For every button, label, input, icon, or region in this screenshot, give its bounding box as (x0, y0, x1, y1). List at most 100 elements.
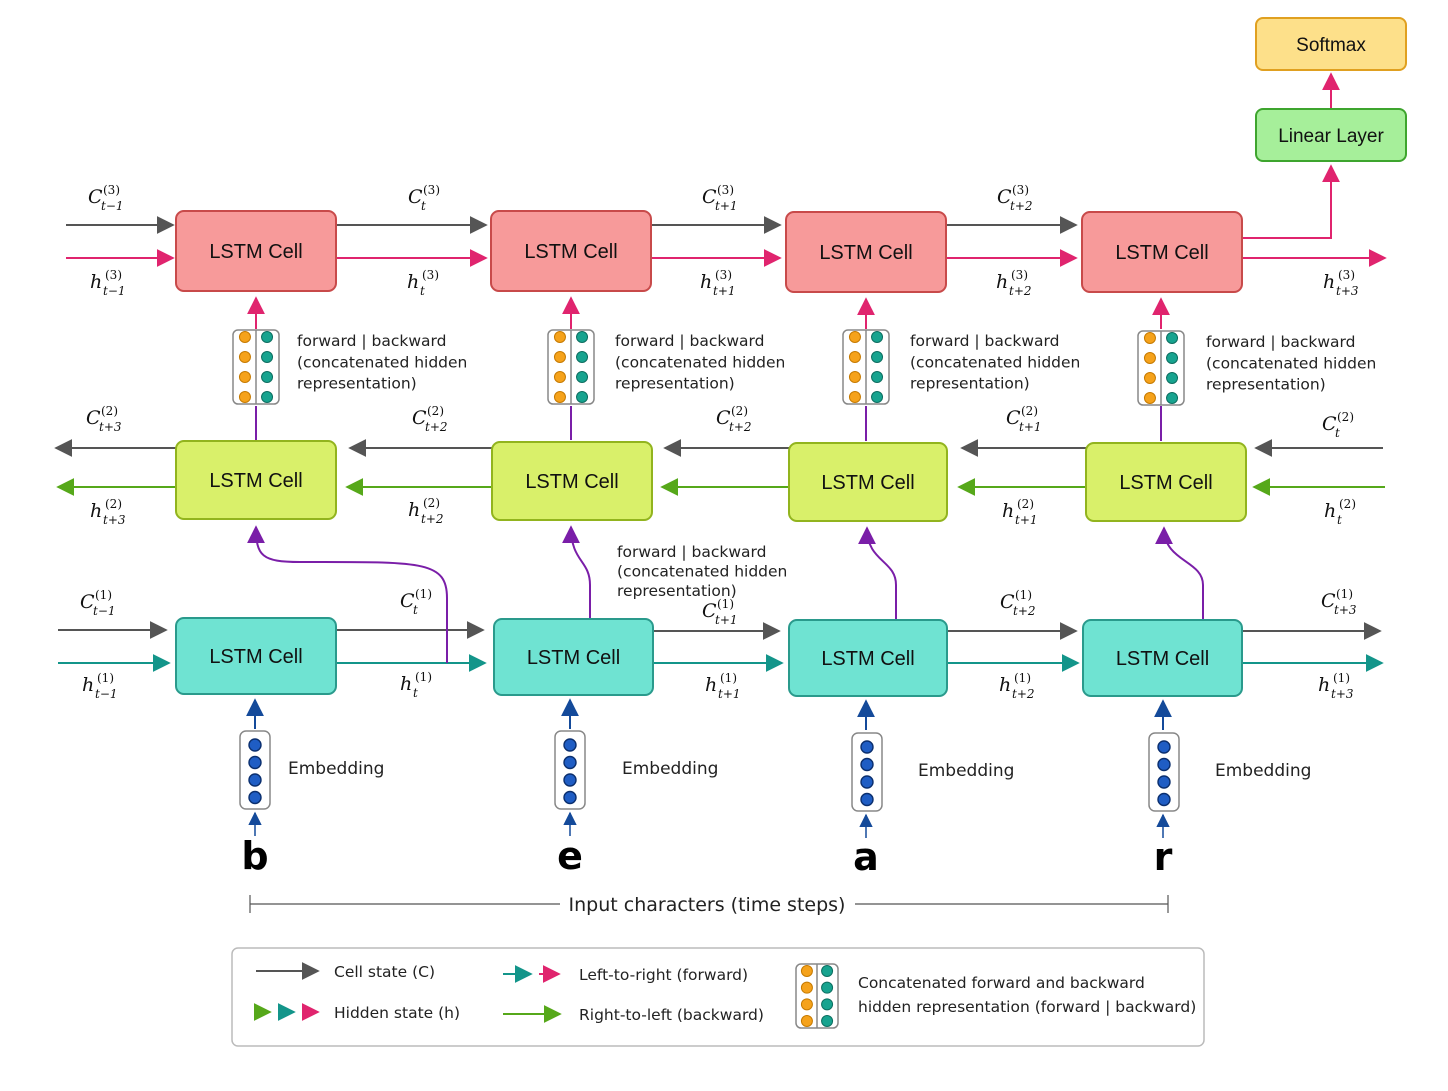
svg-text:t+3: t+3 (1334, 603, 1357, 617)
layer3-c_labels-3: Ct+2(3) (997, 183, 1033, 213)
embedding-links (246, 698, 1172, 838)
concat-note-2-line1: forward | backward (615, 332, 764, 350)
svg-text:(3): (3) (103, 183, 120, 197)
embedding-vector-2 (554, 730, 586, 810)
svg-text:(3): (3) (1011, 268, 1028, 282)
svg-text:C: C (408, 186, 423, 208)
concat-note-1-line2: (concatenated hidden (297, 353, 467, 371)
svg-text:C: C (702, 186, 717, 208)
layer3-lstm-cell-1: LSTM Cell (175, 210, 337, 292)
svg-text:h: h (408, 499, 420, 521)
layer1-c_labels-4: Ct+3 (1) (1321, 587, 1357, 617)
svg-text:(1): (1) (1015, 588, 1032, 602)
layer2-lstm-cell-3: LSTM Cell (788, 442, 948, 522)
layer1-to-layer2-links (247, 525, 1204, 663)
svg-text:C: C (412, 407, 427, 429)
concat-note-2-line2: (concatenated hidden (615, 353, 785, 371)
lstm-cell-label: LSTM Cell (819, 242, 912, 264)
svg-text:(2): (2) (423, 496, 440, 510)
svg-text:h: h (705, 674, 717, 696)
embedding-vector-3 (851, 732, 883, 812)
layer3-lstm-cell-2: LSTM Cell (490, 210, 652, 292)
lstm-cell-label: LSTM Cell (1115, 242, 1208, 264)
input-char-1: b (241, 834, 268, 878)
svg-text:t: t (413, 686, 418, 700)
softmax-label: Softmax (1296, 35, 1366, 56)
embedding-label-4: Embedding (1215, 761, 1311, 781)
svg-text:(1): (1) (95, 588, 112, 602)
svg-text:t−1: t−1 (103, 284, 126, 298)
layer1-lstm-cell-2: LSTM Cell (493, 618, 654, 696)
legend-hidden-state: Hidden state (h) (334, 1004, 460, 1022)
concat-note-3-line2: (concatenated hidden (910, 353, 1080, 371)
concat-note-3-line1: forward | backward (910, 332, 1059, 350)
svg-text:C: C (702, 600, 717, 622)
input-char-2: e (557, 834, 583, 878)
embedding-label-3: Embedding (918, 761, 1014, 781)
layer2-c_labels-3: Ct+1(2) (1006, 404, 1042, 434)
svg-text:h: h (1002, 500, 1014, 522)
concat-note-middle-line3: representation) (617, 582, 737, 600)
concat-note-3-line3: representation) (910, 375, 1030, 393)
layer3-lstm-cell-3: LSTM Cell (785, 211, 947, 293)
concat-note-2-line3: representation) (615, 375, 735, 393)
concat-note-middle-line2: (concatenated hidden (617, 563, 787, 581)
svg-text:t+1: t+1 (715, 613, 738, 627)
svg-text:(3): (3) (423, 183, 440, 197)
svg-text:t: t (413, 603, 418, 617)
layer1-lstm-cell-1: LSTM Cell (175, 617, 337, 695)
legend-concat-line2: hidden representation (forward | backwar… (858, 998, 1196, 1016)
layer3-arrows (66, 216, 1387, 267)
embedding-vector-1 (239, 730, 271, 810)
svg-text:(3): (3) (1338, 268, 1355, 282)
svg-text:h: h (996, 271, 1008, 293)
layer2-lstm-cell-4: LSTM Cell (1085, 442, 1247, 522)
svg-text:C: C (1321, 590, 1336, 612)
layer1-lstm-cell-4: LSTM Cell (1082, 619, 1243, 697)
svg-text:h: h (1324, 500, 1336, 522)
svg-text:(1): (1) (717, 597, 734, 611)
svg-text:h: h (1318, 674, 1330, 696)
svg-text:C: C (716, 407, 731, 429)
layer1-c_labels-1: Ct(1) (400, 587, 432, 617)
layer1-c_labels-2: Ct+1 (1) (702, 597, 738, 627)
svg-text:(1): (1) (1336, 587, 1353, 601)
svg-text:C: C (80, 591, 95, 613)
svg-text:(3): (3) (1012, 183, 1029, 197)
svg-text:(2): (2) (1017, 497, 1034, 511)
svg-text:h: h (700, 271, 712, 293)
svg-text:t+3: t+3 (1331, 687, 1354, 701)
svg-text:(1): (1) (1333, 671, 1350, 685)
svg-text:t: t (420, 284, 425, 298)
svg-text:t+2: t+2 (1010, 199, 1033, 213)
legend-left-to-right: Left-to-right (forward) (579, 966, 748, 984)
lstm-cell-label: LSTM Cell (209, 241, 302, 263)
svg-text:t+2: t+2 (729, 420, 752, 434)
svg-text:(2): (2) (1339, 497, 1356, 511)
layer1-arrows (58, 621, 1384, 672)
lstm-cell-label: LSTM Cell (1119, 472, 1212, 494)
svg-text:t: t (1335, 426, 1340, 440)
concat-note-1-line3: representation) (297, 375, 417, 393)
svg-text:C: C (1322, 413, 1337, 435)
svg-text:t+2: t+2 (421, 512, 444, 526)
linear-layer-label: Linear Layer (1278, 126, 1384, 147)
svg-text:t: t (421, 199, 426, 213)
concat-note-middle-line1: forward | backward (617, 543, 766, 561)
lstm-cell-label: LSTM Cell (524, 241, 617, 263)
svg-text:h: h (407, 271, 419, 293)
layer2-lstm-cell-2: LSTM Cell (491, 441, 653, 521)
layer2-c_labels-4: Ct(2) (1322, 410, 1354, 440)
svg-text:t+2: t+2 (1012, 687, 1035, 701)
axis-label: Input characters (time steps) (569, 894, 846, 916)
lstm-cell-label: LSTM Cell (821, 648, 914, 670)
svg-text:h: h (82, 674, 94, 696)
svg-text:t+2: t+2 (1009, 284, 1032, 298)
